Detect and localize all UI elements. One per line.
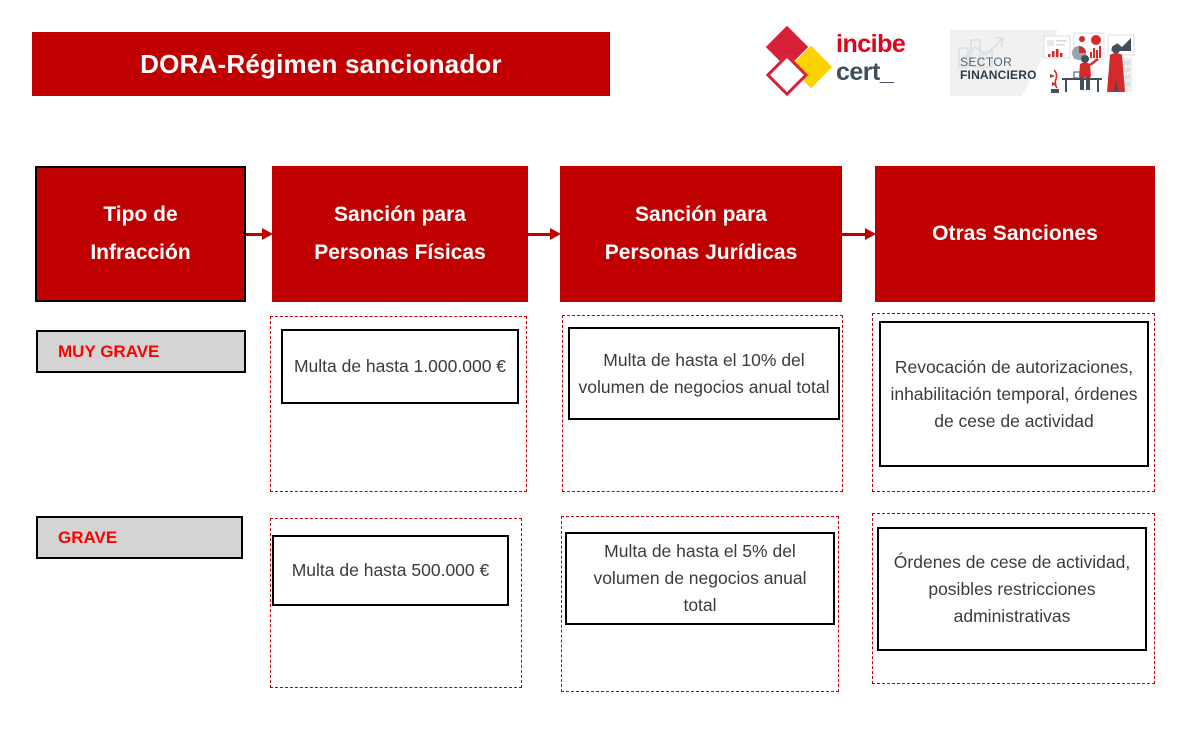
severity-label: GRAVE [58, 527, 118, 547]
column-header-personas-juridicas: Sanción para Personas Jurídicas [560, 166, 842, 302]
arrow-right-icon-3 [842, 228, 876, 240]
header-line-1: Sanción para [334, 203, 466, 226]
incibe-wordmark: incibe [836, 30, 906, 58]
arrow-shaft [842, 233, 866, 236]
cell-text: Órdenes de cese de actividad, posibles r… [893, 551, 1131, 626]
cell-grave-personas-juridicas [561, 516, 839, 692]
column-header-otras-sanciones: Otras Sanciones [875, 166, 1155, 302]
content-box-grave-personas-fisicas: Multa de hasta 500.000 € [272, 535, 509, 606]
header-line-2: Personas Físicas [314, 241, 486, 264]
page-title: DORA-Régimen sancionador [140, 48, 502, 79]
column-header-tipo-de-infraccion: Tipo de Infracción [35, 166, 246, 302]
financial-illustration [1043, 32, 1135, 93]
cell-text: Multa de hasta el 10% del volumen de neg… [578, 349, 830, 397]
cert-wordmark: cert_ [836, 58, 894, 86]
arrow-right-icon-2 [528, 228, 561, 240]
severity-label: MUY GRAVE [58, 341, 160, 361]
arrow-head [550, 228, 561, 240]
ghost-bar-chart-icon [958, 36, 1004, 68]
arrow-shaft [246, 233, 263, 236]
content-box-grave-otras-sanciones: Órdenes de cese de actividad, posibles r… [877, 527, 1147, 651]
header-label: Tipo de Infracción [90, 196, 190, 272]
arrow-shaft [528, 233, 551, 236]
header-line-2: Personas Jurídicas [604, 241, 798, 264]
content-box-grave-personas-juridicas: Multa de hasta el 5% del volumen de nego… [565, 532, 835, 625]
arrow-head [865, 228, 876, 240]
arrow-right-icon-1 [246, 228, 273, 240]
content-box-muy-grave-personas-juridicas: Multa de hasta el 10% del volumen de neg… [568, 327, 840, 420]
sector-financiero-banner: SECTOR FINANCIERO [950, 30, 1150, 96]
header-line-1: Tipo de [103, 203, 178, 226]
cell-grave-personas-fisicas [270, 518, 522, 688]
content-box-muy-grave-otras-sanciones: Revocación de autorizaciones, inhabilita… [879, 321, 1149, 467]
slide-title-banner: DORA-Régimen sancionador [32, 32, 610, 96]
incibe-cert-logo: incibe cert_ [765, 25, 940, 97]
header-label: Sanción para Personas Jurídicas [605, 196, 798, 272]
content-box-muy-grave-personas-fisicas: Multa de hasta 1.000.000 € [281, 329, 519, 404]
arrow-head [262, 228, 273, 240]
incibe-diamond-mark [765, 25, 833, 97]
cell-text: Revocación de autorizaciones, inhabilita… [890, 356, 1138, 431]
cell-grave-otras-sanciones [872, 513, 1155, 684]
sector-financiero-wordmark: SECTOR FINANCIERO [960, 56, 1037, 82]
sector-line-2: FINANCIERO [960, 68, 1037, 82]
cell-text: Multa de hasta 1.000.000 € [293, 356, 507, 376]
cell-text: Multa de hasta el 5% del volumen de nego… [593, 541, 807, 615]
sector-line-1: SECTOR [960, 55, 1013, 69]
severity-badge-grave: GRAVE [36, 516, 243, 559]
header-label: Otras Sanciones [932, 222, 1098, 245]
severity-badge-muy-grave: MUY GRAVE [36, 330, 246, 373]
header-label: Sanción para Personas Físicas [314, 196, 486, 272]
cell-muy-grave-personas-juridicas [562, 315, 843, 492]
cell-text: Multa de hasta 500.000 € [291, 560, 490, 580]
logo-zone: incibe cert_ [765, 24, 1160, 102]
header-line-1: Sanción para [635, 203, 767, 226]
column-header-personas-fisicas: Sanción para Personas Físicas [272, 166, 528, 302]
cell-muy-grave-personas-fisicas [270, 316, 527, 492]
header-line-2: Infracción [90, 241, 191, 264]
cell-muy-grave-otras-sanciones [872, 313, 1155, 492]
